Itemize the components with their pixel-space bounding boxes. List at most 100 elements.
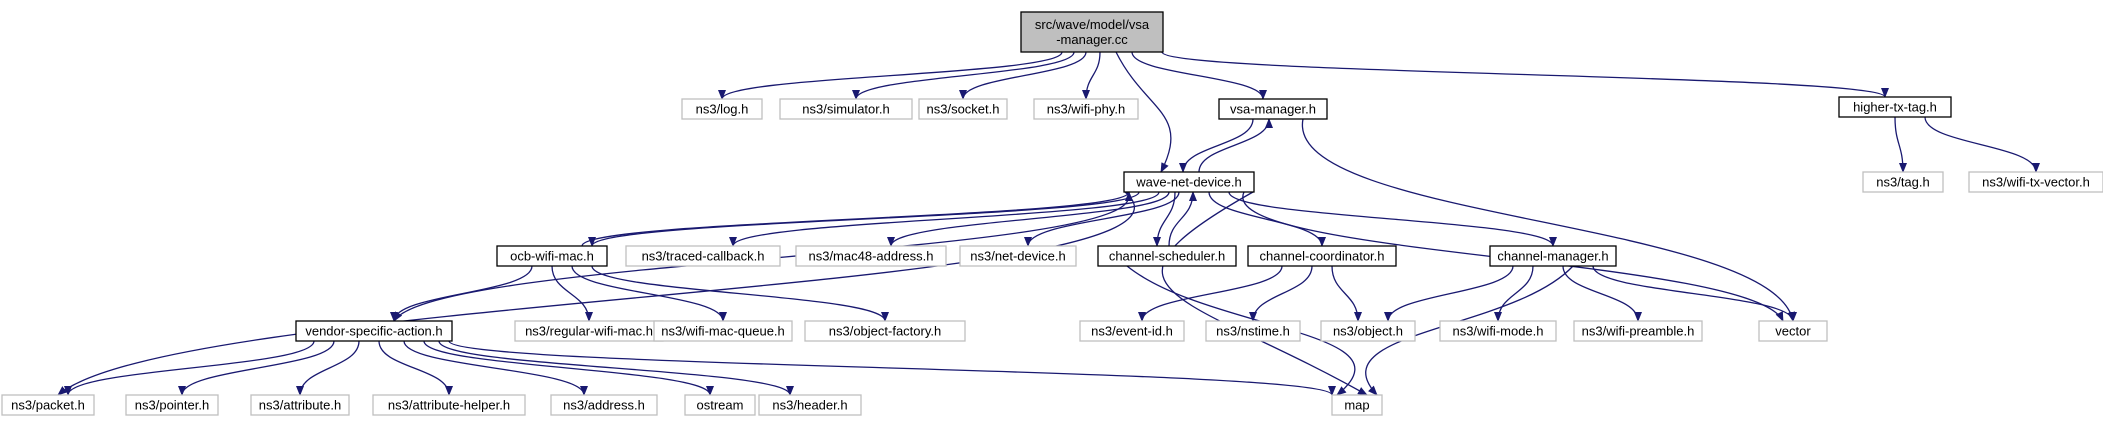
edge-ocb-to-wavenet: [581, 191, 1133, 247]
node-box: [1758, 320, 1828, 342]
edge-wavenet-to-map: [1161, 191, 1368, 396]
node-box: [758, 394, 862, 416]
node-attrhelper: ns3/attribute-helper.h: [372, 394, 526, 416]
node-chsched[interactable]: channel-scheduler.h: [1097, 245, 1237, 267]
edge-root-to-vsamgr: [1131, 51, 1267, 100]
node-box: [1097, 245, 1237, 267]
edge-root-to-simulator: [852, 51, 1075, 100]
node-tag: ns3/tag.h: [1862, 171, 1944, 193]
node-label: ns3/wifi-preamble.h: [1582, 324, 1695, 339]
edge-wavenet-to-chmgr: [1228, 191, 1557, 247]
node-label: ns3/event-id.h: [1091, 324, 1173, 339]
edge-chmgr-to-preamble: [1562, 265, 1642, 322]
node-label: ns3/regular-wifi-mac.h: [525, 324, 653, 339]
node-label: higher-tx-tag.h: [1853, 100, 1937, 115]
edge-wavenet-to-vsamgr: [1198, 118, 1273, 173]
edges-layer: [57, 51, 2040, 396]
node-box: [1, 394, 95, 416]
node-label: ns3/traced-callback.h: [642, 249, 765, 264]
node-label: ns3/attribute.h: [259, 398, 341, 413]
node-wifiphy: ns3/wifi-phy.h: [1033, 98, 1139, 120]
node-wifimode: ns3/wifi-mode.h: [1439, 320, 1557, 342]
node-simulator: ns3/simulator.h: [779, 98, 913, 120]
node-ocb[interactable]: ocb-wifi-mac.h: [496, 245, 608, 267]
node-box: [1247, 245, 1397, 267]
node-label: ns3/address.h: [563, 398, 645, 413]
node-label: ns3/socket.h: [927, 102, 1000, 117]
node-box: [795, 245, 947, 267]
node-netdev: ns3/net-device.h: [959, 245, 1077, 267]
node-box: [779, 98, 913, 120]
node-packet: ns3/packet.h: [1, 394, 95, 416]
edge-vendor-to-address: [403, 340, 588, 396]
edge-chmgr-to-map: [1365, 265, 1574, 396]
node-ostream: ostream: [684, 394, 756, 416]
node-label: ns3/header.h: [772, 398, 847, 413]
edge-chcoord-to-eventid: [1138, 265, 1283, 322]
node-label: ns3/pointer.h: [135, 398, 209, 413]
node-vendor[interactable]: vendor-specific-action.h: [295, 320, 453, 342]
edge-root-to-socket: [959, 51, 1087, 100]
edge-ocb-to-objfactory: [591, 265, 889, 322]
node-box: [550, 394, 658, 416]
node-box: [295, 320, 453, 342]
edge-highertx-to-tag: [1894, 116, 1907, 173]
node-label: channel-manager.h: [1497, 249, 1608, 264]
node-label: vector: [1775, 324, 1811, 339]
node-label: src/wave/model/vsa: [1035, 17, 1150, 32]
nodes-layer: src/wave/model/vsa-manager.cc ns3/log.h ns…: [1, 11, 2103, 416]
node-box: [804, 320, 966, 342]
node-box: [1020, 11, 1164, 53]
edge-vendor-to-ostream: [423, 340, 714, 396]
edge-vendor-to-attrhelper: [378, 340, 453, 396]
node-chmgr[interactable]: channel-manager.h: [1489, 245, 1617, 267]
node-label: wave-net-device.h: [1135, 175, 1242, 190]
node-label: -manager.cc: [1056, 32, 1128, 47]
node-box: [372, 394, 526, 416]
node-box: [250, 394, 350, 416]
node-box: [1968, 171, 2103, 193]
node-root[interactable]: src/wave/model/vsa-manager.cc: [1020, 11, 1164, 53]
node-box: [625, 245, 781, 267]
edge-wavenet-to-vendor: [393, 191, 1130, 322]
node-box: [1489, 245, 1617, 267]
node-attribute: ns3/attribute.h: [250, 394, 350, 416]
node-box: [1218, 98, 1328, 120]
node-label: channel-coordinator.h: [1259, 249, 1384, 264]
edge-ocb-to-macqueue: [571, 265, 727, 322]
node-chcoord[interactable]: channel-coordinator.h: [1247, 245, 1397, 267]
node-map: map: [1331, 394, 1383, 416]
edge-vendor-to-pointer: [178, 340, 335, 396]
edge-vendor-to-attribute: [296, 340, 360, 396]
node-label: ostream: [697, 398, 744, 413]
node-label: ns3/wifi-tx-vector.h: [1982, 175, 2090, 190]
node-label: channel-scheduler.h: [1109, 249, 1225, 264]
node-box: [1573, 320, 1703, 342]
node-socket: ns3/socket.h: [918, 98, 1008, 120]
edge-root-to-highertx: [1161, 51, 1889, 98]
node-label: ns3/tag.h: [1876, 175, 1930, 190]
node-box: [125, 394, 219, 416]
node-box: [1331, 394, 1383, 416]
edge-root-to-wifiphy: [1082, 51, 1101, 100]
node-mac48: ns3/mac48-address.h: [795, 245, 947, 267]
edge-ocb-to-vendor: [390, 265, 533, 322]
node-vector: vector: [1758, 320, 1828, 342]
node-label: map: [1344, 398, 1369, 413]
node-pointer: ns3/pointer.h: [125, 394, 219, 416]
node-traced: ns3/traced-callback.h: [625, 245, 781, 267]
node-box: [1123, 171, 1255, 193]
node-label: ns3/net-device.h: [970, 249, 1065, 264]
node-highertx[interactable]: higher-tx-tag.h: [1838, 96, 1952, 118]
node-wavenet[interactable]: wave-net-device.h: [1123, 171, 1255, 193]
node-box: [1033, 98, 1139, 120]
node-box: [1838, 96, 1952, 118]
edge-root-to-log: [718, 51, 1063, 100]
node-log: ns3/log.h: [681, 98, 763, 120]
edge-wavenet-to-netdev: [1024, 191, 1180, 247]
node-vsamgr[interactable]: vsa-manager.h: [1218, 98, 1328, 120]
edge-vsamgr-to-vector: [1302, 118, 1796, 322]
edge-chmgr-to-object: [1384, 265, 1514, 322]
edge-wavenet-to-mac48: [887, 191, 1170, 247]
